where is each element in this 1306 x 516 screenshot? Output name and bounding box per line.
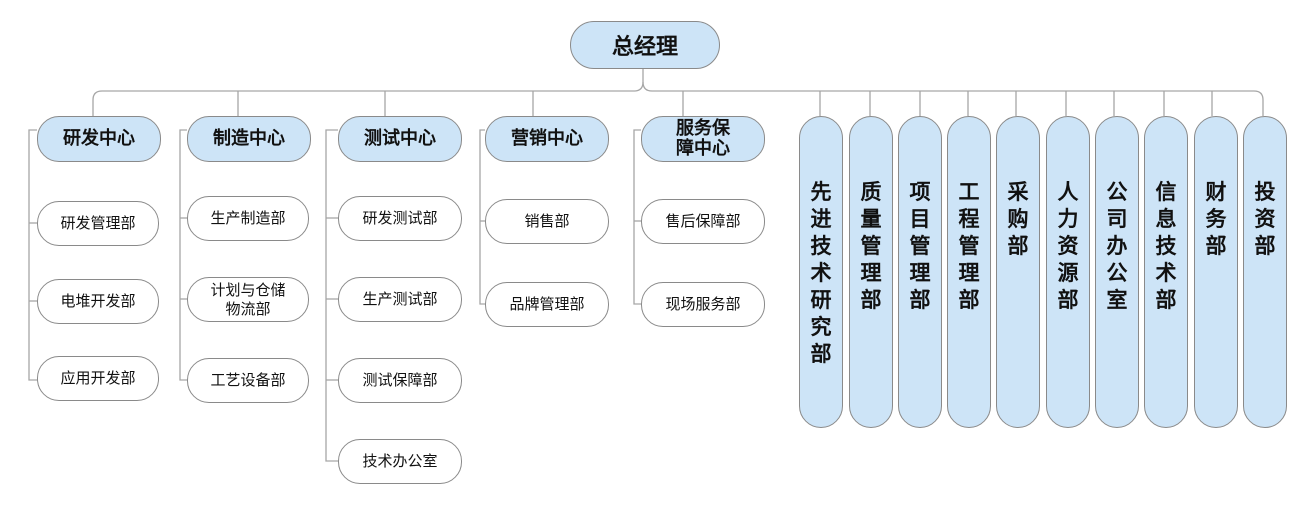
dept-information-technology: 信息技术部 [1144,116,1188,428]
dept-project-management: 项目管理部 [898,116,942,428]
dept-engineering-management: 工程管理部 [947,116,991,428]
branch-lines [28,129,641,462]
bus-drops [237,91,1213,116]
dept-rd-testing: 研发测试部 [338,196,462,241]
dept-company-office: 公司办公室 [1095,116,1139,428]
dept-human-resources: 人力资源部 [1046,116,1090,428]
dept-stack-development: 电堆开发部 [37,279,159,324]
dept-rd-management: 研发管理部 [37,201,159,246]
dept-field-service: 现场服务部 [641,282,765,327]
center-marketing: 营销中心 [485,116,609,162]
dept-test-support: 测试保障部 [338,358,462,403]
center-testing: 测试中心 [338,116,462,162]
center-service: 服务保障中心 [641,116,765,162]
bus-right [642,81,1264,116]
dept-application-development: 应用开发部 [37,356,159,401]
ceo-node: 总经理 [570,21,720,69]
dept-process-equipment: 工艺设备部 [187,358,309,403]
dept-brand-management: 品牌管理部 [485,282,609,327]
dept-planning-logistics: 计划与仓储物流部 [187,277,309,322]
dept-procurement: 采购部 [996,116,1040,428]
dept-tech-office: 技术办公室 [338,439,462,484]
dept-production-testing: 生产测试部 [338,277,462,322]
center-rd: 研发中心 [37,116,161,162]
dept-production: 生产制造部 [187,196,309,241]
dept-after-sales: 售后保障部 [641,199,765,244]
center-manufacturing: 制造中心 [187,116,311,162]
dept-investment: 投资部 [1243,116,1287,428]
root-stem [92,68,644,116]
dept-finance: 财务部 [1194,116,1238,428]
dept-sales: 销售部 [485,199,609,244]
dept-advanced-tech-research: 先进技术研究部 [799,116,843,428]
dept-quality-management: 质量管理部 [849,116,893,428]
